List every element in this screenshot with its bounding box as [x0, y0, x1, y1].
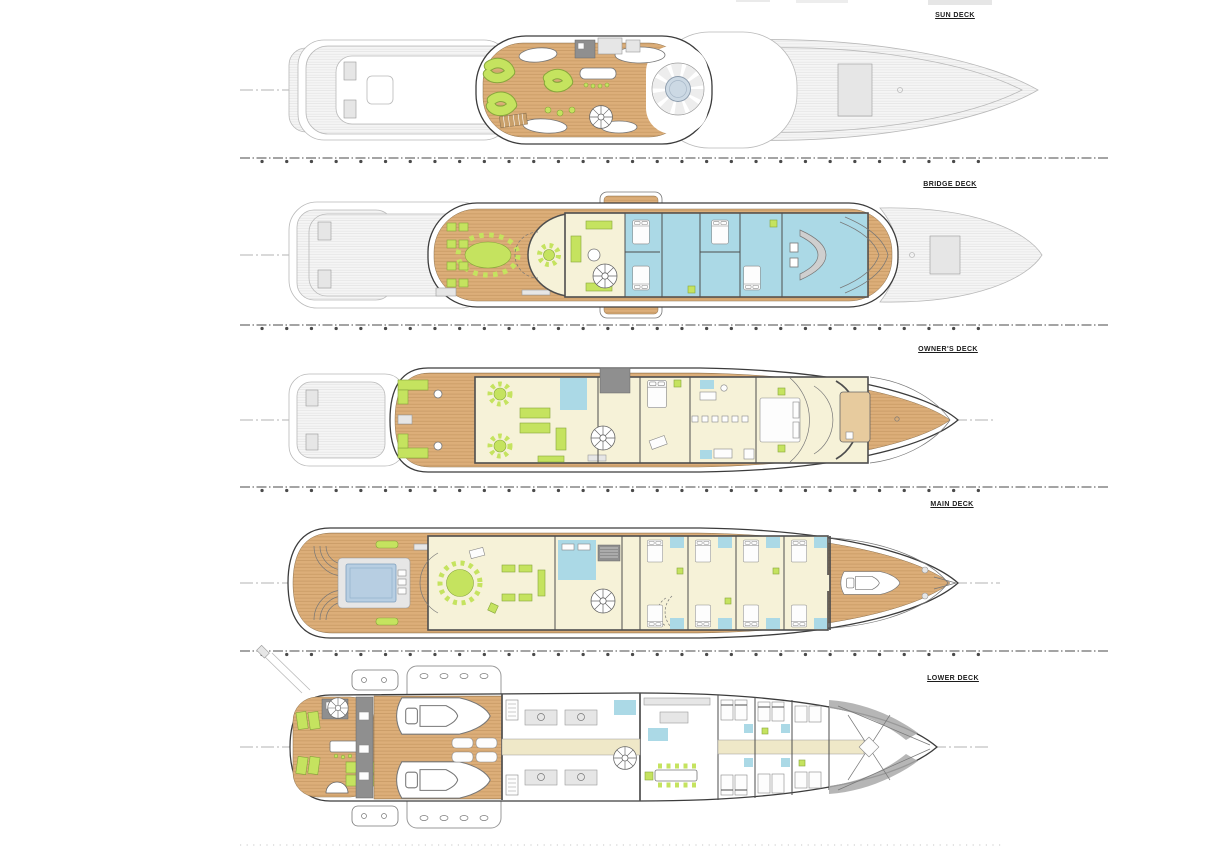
jacuzzi [651, 62, 705, 116]
bridge-deck-ghost-bow [879, 207, 1043, 303]
cropped-artifact [796, 0, 848, 3]
bridge-aft-deck [435, 222, 551, 297]
rescue-tender [840, 571, 901, 595]
tender-2 [395, 761, 491, 799]
forepeak [829, 700, 931, 794]
bridge-spiral-stair [592, 263, 618, 289]
main-deck-label: MAIN DECK [930, 501, 974, 508]
owners-deck-label: OWNER'S DECK [918, 346, 978, 353]
helm-console [799, 229, 827, 281]
sun-deck-ghost-bow [739, 39, 1039, 141]
dining-table [437, 560, 483, 606]
lower-deck-label: LOWER DECK [927, 675, 979, 682]
touch-and-go-pad [839, 391, 871, 443]
owners-deck-ghost-aft [288, 373, 406, 467]
lower-spiral-stair [613, 746, 637, 770]
swimming-pool [345, 563, 397, 603]
galley-crew-mess [643, 695, 719, 800]
cropped-artifact [928, 0, 992, 5]
tender-garage [355, 695, 503, 800]
bridge-interior [564, 212, 889, 298]
sun-deck-spiral-stair [589, 105, 613, 129]
bridge-deck-plan [240, 191, 1110, 331]
owners-aft-deck [397, 379, 443, 459]
engine-room [501, 693, 641, 801]
owners-foredeck [789, 377, 900, 463]
lower-deck-plan [240, 644, 1005, 846]
main-deck-plan [240, 527, 1110, 657]
main-spiral-stair [590, 588, 616, 614]
sun-deck-bar [574, 37, 641, 89]
sun-deck-plan [240, 31, 1110, 164]
beach-club-stair [327, 697, 349, 719]
main-midship [554, 536, 673, 630]
main-foredeck [840, 566, 957, 600]
beach-club [292, 696, 375, 798]
crew-cabins [717, 697, 865, 798]
sun-deck-label: SUN DECK [935, 12, 975, 19]
cropped-artifact [736, 0, 770, 2]
owners-interior [474, 367, 869, 464]
owners-deck-plan [240, 367, 1110, 493]
tender-1 [395, 697, 491, 735]
bridge-deck-label: BRIDGE DECK [923, 181, 977, 188]
guest-cabins [639, 536, 831, 630]
bridge-observation-lounge [514, 213, 567, 297]
pool-area [337, 540, 444, 626]
sun-loungers [482, 57, 576, 129]
owners-spiral-stair [590, 425, 616, 451]
